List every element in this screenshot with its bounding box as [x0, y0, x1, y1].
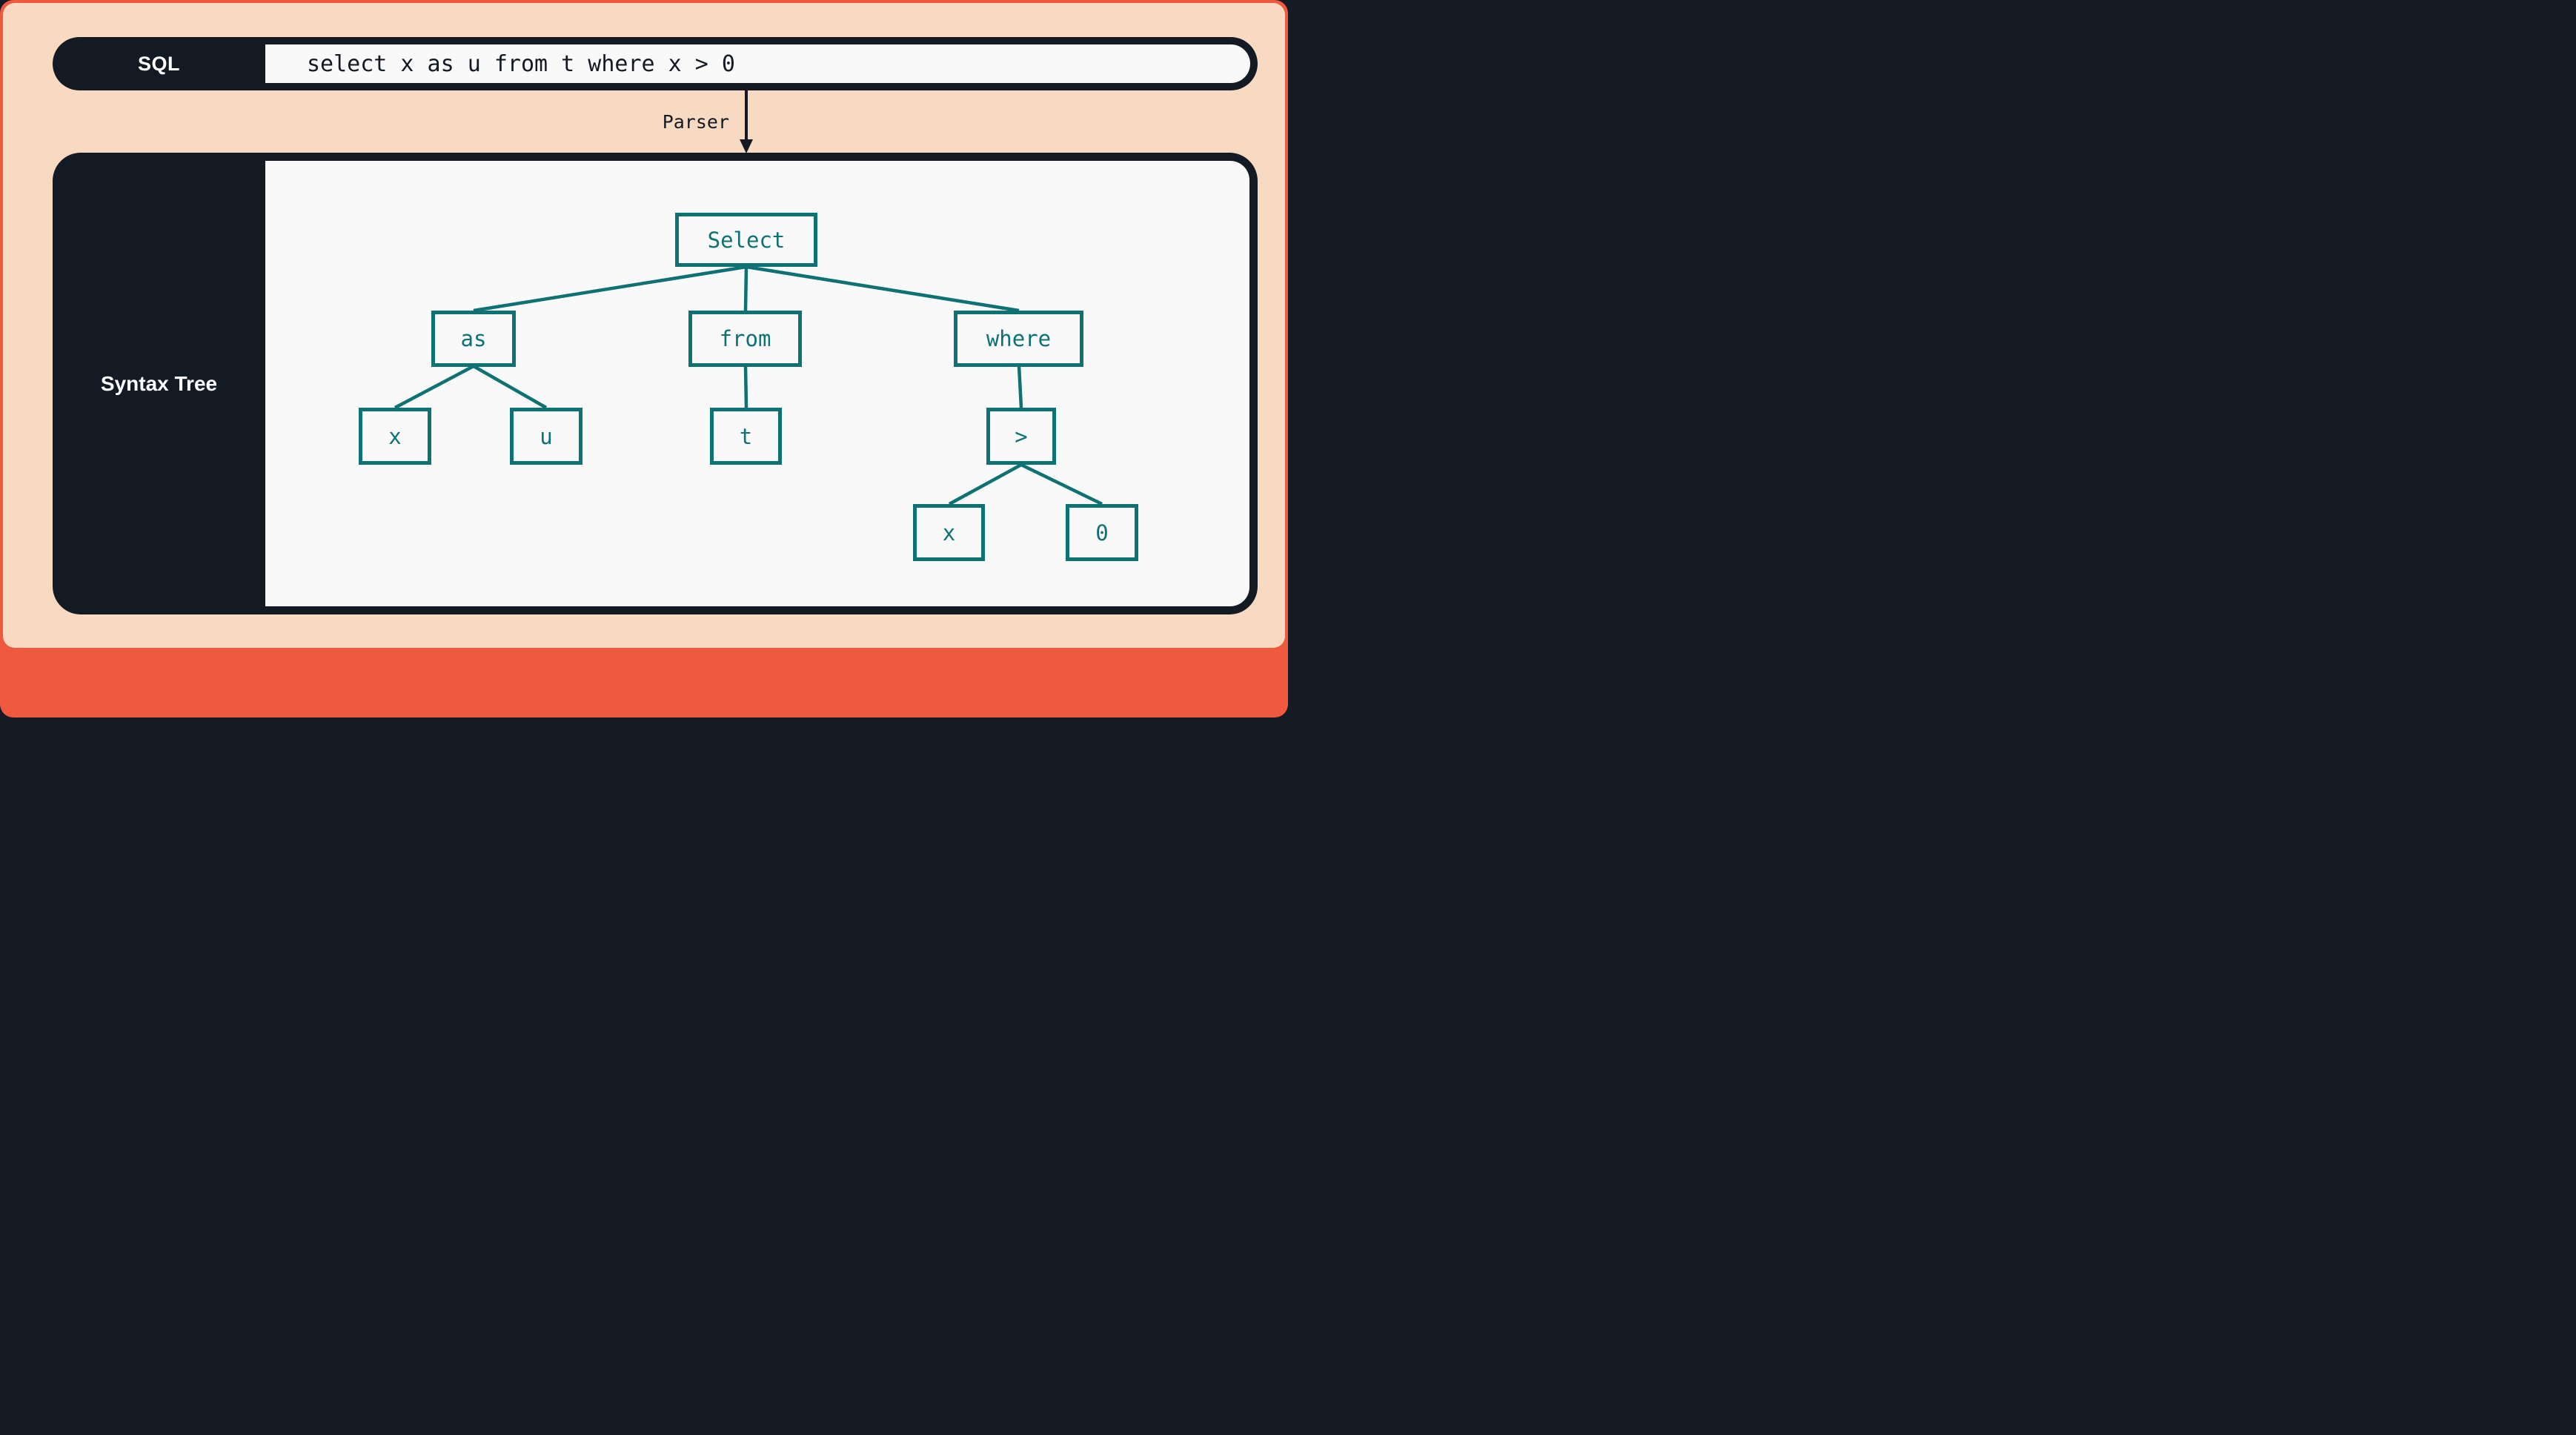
- footer-bar: Parsers Recognize the Structure of the Q…: [0, 648, 1288, 718]
- tree-node-gt: >: [986, 408, 1056, 465]
- syntax-tree-label: Syntax Tree: [100, 371, 218, 395]
- illustration-canvas: select x as u from t where x > 0 SQL Par…: [0, 0, 1288, 718]
- tree-node-as: as: [431, 311, 516, 367]
- tree-node-x-operand: x: [913, 504, 985, 561]
- tree-node-zero: 0: [1066, 504, 1138, 561]
- tree-node-where: where: [954, 311, 1083, 367]
- tree-node-t: t: [710, 408, 782, 465]
- sql-query-text: select x as u from t where x > 0: [307, 50, 735, 77]
- tree-node-select: Select: [675, 213, 817, 267]
- parser-label: Parser: [662, 111, 729, 133]
- tree-node-u: u: [510, 408, 582, 465]
- sql-query-field: select x as u from t where x > 0: [265, 44, 1250, 83]
- sql-bar-label: SQL: [137, 52, 180, 75]
- tree-node-x-alias: x: [359, 408, 431, 465]
- tree-node-from: from: [688, 311, 802, 367]
